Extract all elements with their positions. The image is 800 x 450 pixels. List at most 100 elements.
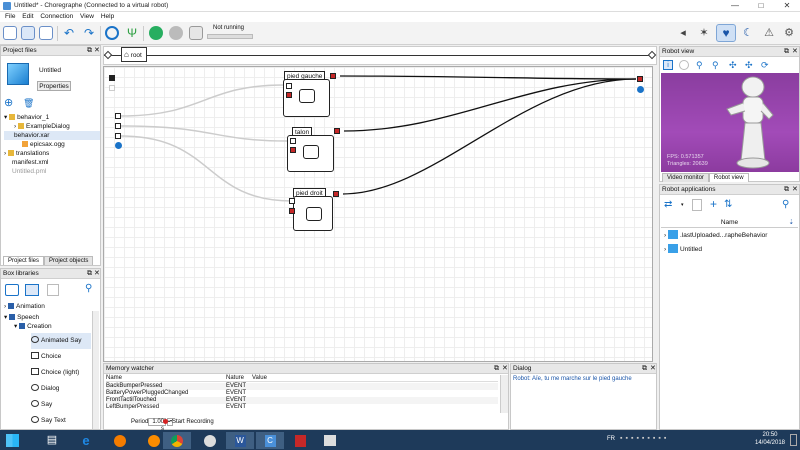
input-event-port[interactable] bbox=[115, 123, 121, 129]
minimize-button[interactable]: — bbox=[731, 1, 739, 10]
outlook-icon[interactable] bbox=[196, 432, 224, 449]
notifications-icon[interactable] bbox=[790, 434, 797, 446]
box-talon[interactable] bbox=[287, 135, 334, 172]
tab-project-files[interactable]: Project files bbox=[3, 256, 45, 265]
box-stop-port[interactable] bbox=[290, 147, 296, 153]
tree-item-translations[interactable]: › translations bbox=[4, 150, 50, 157]
file-explorer-icon[interactable]: ▤ bbox=[46, 434, 58, 446]
word-icon[interactable]: W bbox=[226, 432, 254, 449]
breadcrumb[interactable]: ⌂ root bbox=[121, 47, 147, 62]
start-recording-button[interactable]: Start Recording bbox=[172, 419, 214, 425]
library-scrollbar[interactable] bbox=[92, 311, 99, 429]
input-port[interactable] bbox=[109, 85, 115, 91]
panel-close-icon[interactable]: ✕ bbox=[650, 365, 656, 372]
tab-video-monitor[interactable]: Video monitor bbox=[662, 173, 709, 182]
box-output-port[interactable] bbox=[333, 191, 339, 197]
view-icon[interactable] bbox=[679, 60, 689, 70]
panel-close-icon[interactable]: ✕ bbox=[94, 47, 100, 54]
library-item-speech[interactable]: ▾ Speech bbox=[4, 314, 40, 321]
box-item-choice-light[interactable]: Choice (light) bbox=[31, 365, 91, 381]
library-save-icon[interactable] bbox=[47, 284, 59, 296]
choregraphe-icon[interactable]: C bbox=[256, 432, 284, 449]
menu-view[interactable]: View bbox=[80, 13, 94, 20]
debug-icon[interactable] bbox=[189, 26, 203, 40]
input-event-port[interactable] bbox=[115, 113, 121, 119]
menu-file[interactable]: File bbox=[5, 13, 16, 20]
install-app-icon[interactable]: ⇅ bbox=[724, 199, 733, 210]
volume-icon[interactable]: ◂ bbox=[680, 27, 686, 39]
tree-item-ogg[interactable]: epicsax.ogg bbox=[4, 140, 100, 149]
menu-connection[interactable]: Connection bbox=[40, 13, 74, 20]
box-item-choice[interactable]: Choice bbox=[31, 349, 91, 365]
box-input-port[interactable] bbox=[289, 198, 295, 204]
panel-close-icon[interactable]: ✕ bbox=[792, 48, 798, 55]
language-indicator[interactable]: FR bbox=[607, 436, 615, 442]
chevron-down-icon[interactable]: ▾ bbox=[681, 202, 684, 208]
panel-float-icon[interactable]: ⧉ bbox=[784, 186, 789, 193]
package-icon[interactable]: ⇄ bbox=[664, 199, 673, 210]
list-item[interactable]: › .lastUploaded...rapheBehavior bbox=[664, 230, 768, 239]
panel-float-icon[interactable]: ⧉ bbox=[87, 47, 92, 54]
chrome-icon[interactable] bbox=[163, 432, 191, 449]
tab-project-objects[interactable]: Project objects bbox=[44, 256, 94, 265]
library-new-icon[interactable] bbox=[5, 284, 19, 296]
alert-icon[interactable]: ⚠ bbox=[764, 27, 774, 39]
menu-help[interactable]: Help bbox=[100, 13, 115, 20]
tab-robot-view[interactable]: Robot view bbox=[708, 173, 749, 182]
play-icon[interactable] bbox=[149, 26, 163, 40]
library-search-icon[interactable]: ⚲ bbox=[85, 283, 93, 294]
ie-icon[interactable]: e bbox=[82, 433, 90, 448]
add-input-icon[interactable] bbox=[115, 142, 122, 149]
menu-edit[interactable]: Edit bbox=[22, 13, 34, 20]
connect-wifi-icon[interactable]: Ψ bbox=[126, 26, 138, 40]
panel-float-icon[interactable]: ⧉ bbox=[642, 365, 647, 372]
zoom-in-icon[interactable]: ⚲ bbox=[696, 60, 703, 70]
maximize-button[interactable]: □ bbox=[758, 1, 764, 10]
box-pied-droit[interactable] bbox=[293, 196, 333, 231]
input-event-port[interactable] bbox=[115, 133, 121, 139]
box-input-port[interactable] bbox=[290, 138, 296, 144]
panel-float-icon[interactable]: ⧉ bbox=[494, 365, 499, 372]
box-output-port[interactable] bbox=[334, 128, 340, 134]
box-input-port[interactable] bbox=[286, 83, 292, 89]
paint-icon[interactable] bbox=[316, 432, 344, 449]
box-item-animated-say[interactable]: Animated Say bbox=[31, 333, 91, 349]
new-file-icon[interactable] bbox=[3, 26, 17, 40]
box-item-say-text[interactable]: Say Text bbox=[31, 413, 91, 429]
tree-item-manifest[interactable]: manifest.xml bbox=[12, 159, 49, 166]
panel-close-icon[interactable]: ✕ bbox=[94, 270, 100, 277]
box-item-say[interactable]: Say bbox=[31, 397, 91, 413]
add-output-icon[interactable] bbox=[637, 86, 644, 93]
tree-item-xar[interactable]: behavior.xar bbox=[4, 131, 100, 140]
delete-icon[interactable]: 🗑 bbox=[23, 98, 35, 108]
record-icon[interactable] bbox=[163, 419, 168, 424]
memory-scrollbar[interactable] bbox=[500, 375, 508, 413]
panel-float-icon[interactable]: ⧉ bbox=[784, 48, 789, 55]
settings-icon[interactable]: ⚙ bbox=[784, 27, 794, 39]
save-icon[interactable] bbox=[39, 26, 53, 40]
library-open-icon[interactable] bbox=[25, 284, 39, 296]
rotate-icon[interactable]: ✣ bbox=[729, 60, 737, 70]
undo-icon[interactable]: ↶ bbox=[63, 26, 75, 40]
redo-icon[interactable]: ↷ bbox=[83, 26, 95, 40]
stop-icon[interactable] bbox=[169, 26, 183, 40]
flow-diagram-canvas[interactable]: pied gauche talon pied droit bbox=[103, 66, 653, 362]
library-item-animation[interactable]: › Animation bbox=[4, 303, 45, 310]
library-item-creation[interactable]: ▾ Creation bbox=[14, 323, 52, 330]
pan-icon[interactable]: ✣ bbox=[745, 60, 753, 70]
panel-float-icon[interactable]: ⧉ bbox=[87, 270, 92, 277]
list-item[interactable]: › Untitled bbox=[664, 244, 703, 253]
box-item-dialog[interactable]: Dialog bbox=[31, 381, 91, 397]
zoom-out-icon[interactable]: ⚲ bbox=[712, 60, 719, 70]
media-player-icon[interactable] bbox=[140, 432, 168, 449]
autonomous-life-icon[interactable]: ♥ bbox=[716, 24, 736, 42]
tree-item-dialog[interactable]: › ExampleDialog bbox=[14, 123, 70, 130]
system-tray-icons[interactable]: ▪▪▪▪▪▪▪▪▪ bbox=[620, 435, 670, 442]
tree-item-behavior[interactable]: ▾ behavior_1 bbox=[4, 114, 50, 121]
add-app-icon[interactable]: + bbox=[710, 197, 718, 211]
sort-icon[interactable]: ⇣ bbox=[788, 219, 794, 226]
close-button[interactable]: ✕ bbox=[774, 0, 800, 11]
box-output-port[interactable] bbox=[330, 73, 336, 79]
